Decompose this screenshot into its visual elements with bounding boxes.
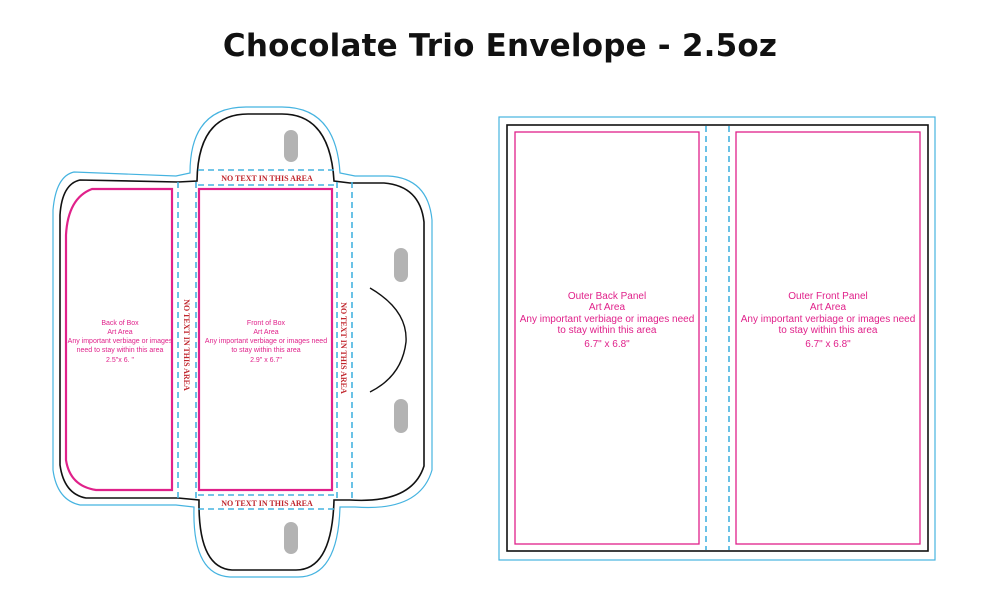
outer-back-label: Outer Back Panel Art Area Any important … [520, 291, 695, 350]
outer-back-dims: 6.7" x 6.8" [584, 339, 630, 350]
bottom-slot [284, 522, 298, 554]
front-panel-note-2: to stay within this area [231, 347, 300, 354]
front-panel-note-1: Any important verbiage or images need [205, 338, 327, 345]
envelope-fold-lines [177, 169, 353, 510]
warning-right: NO TEXT IN THIS AREA [339, 302, 348, 394]
outer-back-title: Outer Back Panel [568, 291, 646, 302]
envelope-bleed-line [52, 106, 433, 578]
outer-back-note-1: Any important verbiage or images need [520, 314, 695, 325]
outer-front-safe-area [735, 131, 921, 545]
outer-front-note-1: Any important verbiage or images need [741, 314, 916, 325]
right-slot-upper [394, 248, 408, 282]
envelope-cut-line [59, 113, 425, 571]
outer-back-subtitle: Art Area [589, 302, 626, 313]
back-panel-title: Back of Box [101, 320, 139, 327]
outer-back-safe-area [514, 131, 700, 545]
sleeve-dieline: Outer Back Panel Art Area Any important … [498, 116, 936, 561]
right-slot-lower [394, 399, 408, 433]
outer-front-subtitle: Art Area [810, 302, 847, 313]
back-panel-dims: 2.5"x 6. " [106, 357, 134, 364]
front-panel-title: Front of Box [247, 320, 286, 327]
outer-back-note-2: to stay within this area [558, 325, 657, 336]
outer-front-label: Outer Front Panel Art Area Any important… [741, 291, 916, 350]
sleeve-cut-line [506, 124, 929, 552]
sleeve-fold-lines [705, 126, 730, 550]
front-panel-dims: 2.9" x 6.7" [250, 357, 282, 364]
outer-front-note-2: to stay within this area [779, 325, 878, 336]
thumb-cut-curve [369, 287, 407, 393]
warning-top: NO TEXT IN THIS AREA [221, 174, 313, 183]
front-panel-safe-area [197, 187, 334, 492]
front-panel-label: Front of Box Art Area Any important verb… [205, 320, 327, 364]
warning-bottom: NO TEXT IN THIS AREA [221, 499, 313, 508]
outer-front-title: Outer Front Panel [788, 291, 867, 302]
back-panel-note-1: Any important verbiage or images [68, 338, 173, 345]
warning-left: NO TEXT IN THIS AREA [182, 299, 191, 391]
front-panel-subtitle: Art Area [253, 329, 278, 336]
back-panel-subtitle: Art Area [107, 329, 132, 336]
page-title: Chocolate Trio Envelope - 2.5oz [222, 28, 778, 64]
top-slot [284, 130, 298, 162]
back-panel-note-2: need to stay within this area [77, 347, 164, 354]
sleeve-bleed-line [498, 116, 936, 561]
outer-front-dims: 6.7" x 6.8" [805, 339, 851, 350]
back-panel-safe-area [64, 187, 174, 492]
envelope-dieline: NO TEXT IN THIS AREA NO TEXT IN THIS ARE… [52, 106, 433, 578]
back-panel-label: Back of Box Art Area Any important verbi… [68, 320, 173, 364]
